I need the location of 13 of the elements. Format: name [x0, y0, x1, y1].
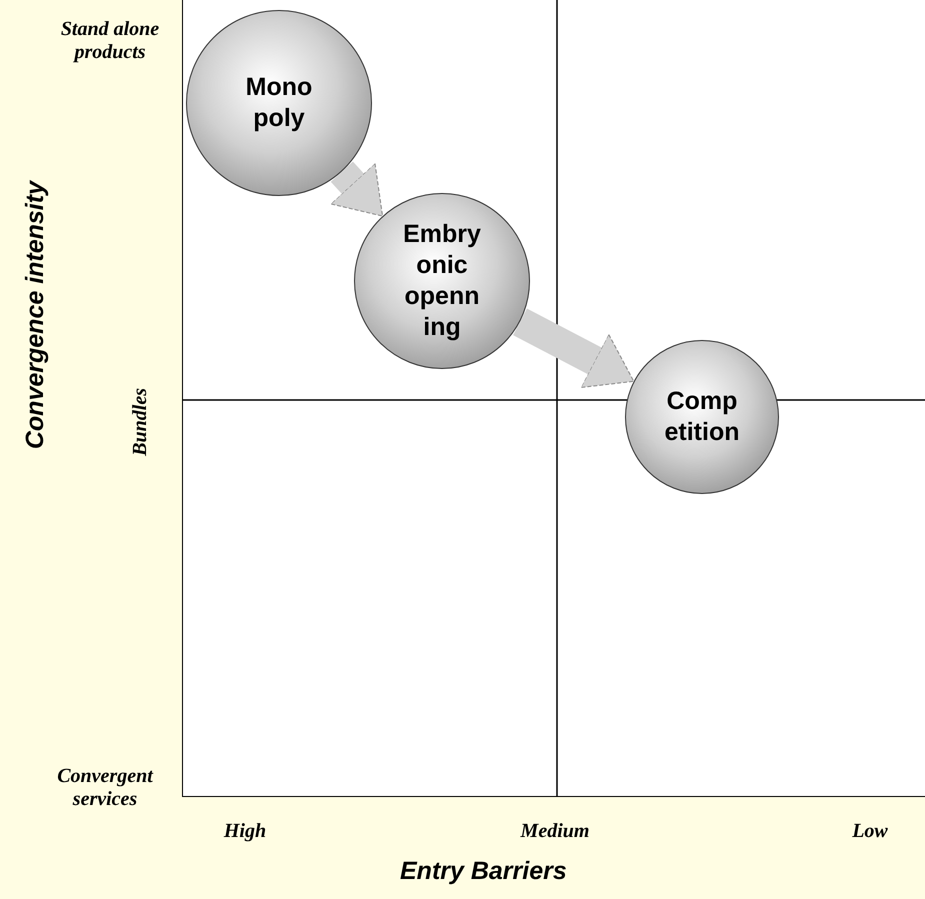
- axis-label: Convergent services: [56, 765, 154, 811]
- axis-title: Entry Barriers: [400, 857, 567, 886]
- axis-label: Bundles: [128, 388, 152, 456]
- block-arrow: [513, 308, 634, 388]
- stage-label: Comp etition: [664, 386, 740, 448]
- stage-label: Embry onic openn ing: [403, 218, 481, 344]
- axis-label: Medium: [519, 820, 590, 843]
- axis-title: Convergence intensity: [20, 180, 50, 450]
- axis-label: Stand alone products: [60, 18, 160, 64]
- axis-label: Low: [851, 820, 889, 843]
- stage-label: Mono poly: [246, 72, 312, 134]
- block-arrow: [330, 161, 384, 217]
- axis-label: High: [222, 820, 268, 843]
